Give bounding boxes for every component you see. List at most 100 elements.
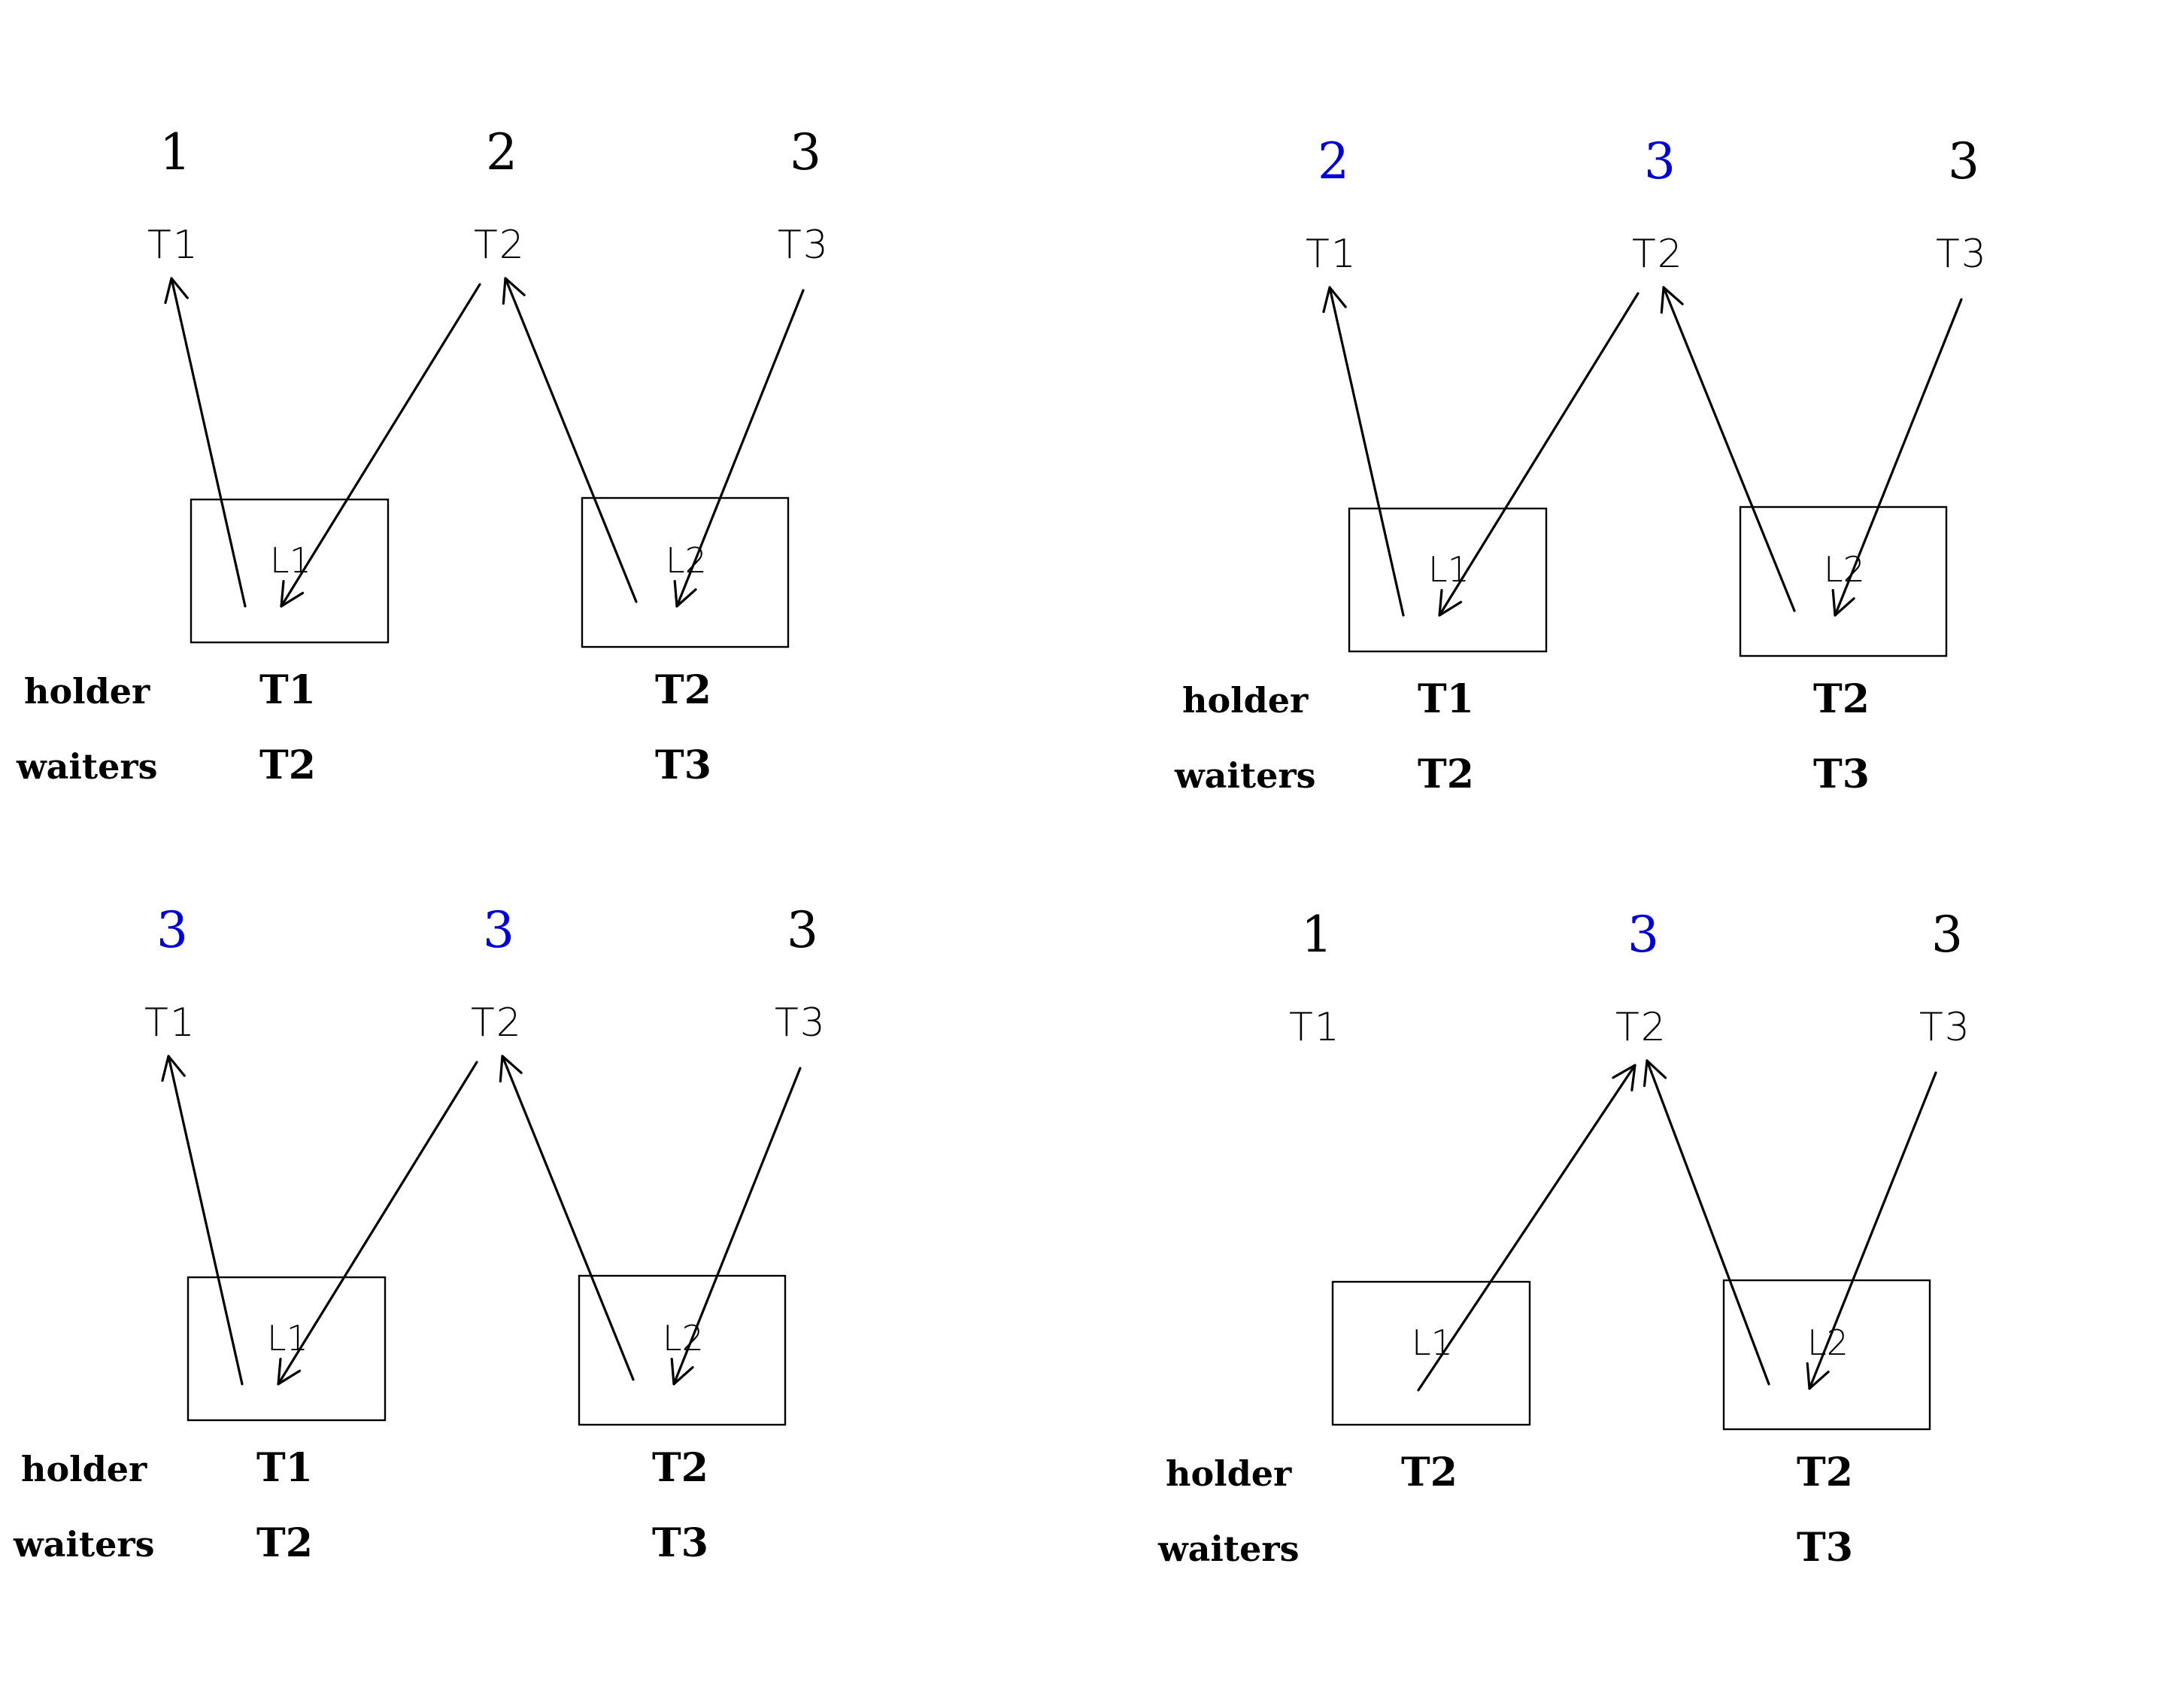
arrow-head-icon bbox=[499, 1055, 523, 1083]
waiters-value-l2: T3 bbox=[1797, 1525, 1853, 1571]
waiters-value-l2: T3 bbox=[1813, 751, 1870, 797]
arrow-head-icon bbox=[673, 579, 697, 608]
thread-priority-t1: 1 bbox=[159, 123, 191, 181]
arrow-head-icon bbox=[1438, 588, 1463, 617]
arrow-head-icon bbox=[1660, 286, 1684, 314]
edge-t2-waits-on-l1 bbox=[277, 1061, 478, 1386]
thread-priority-t3: 3 bbox=[787, 901, 818, 959]
lock-name-l1: L1 bbox=[267, 1318, 308, 1359]
thread-priority-t2: 3 bbox=[483, 901, 514, 959]
holder-value-l2: T2 bbox=[1813, 676, 1870, 722]
arrow-head-icon bbox=[1806, 1362, 1830, 1390]
waiters-value-l1: T2 bbox=[259, 742, 316, 788]
thread-name-t2: T2 bbox=[474, 223, 526, 268]
waiters-row-label: waiters bbox=[17, 746, 158, 787]
thread-name-t3: T3 bbox=[778, 223, 830, 268]
lock-name-l2: L2 bbox=[1807, 1322, 1849, 1363]
waiters-row-label: waiters bbox=[1158, 1529, 1300, 1569]
holder-value-l2: T2 bbox=[1797, 1450, 1853, 1495]
holder-row-label: holder bbox=[24, 671, 150, 712]
lock-box-l1 bbox=[187, 1276, 387, 1422]
holder-value-l1: T1 bbox=[1418, 676, 1474, 722]
arrow-head-icon bbox=[670, 1357, 694, 1386]
thread-priority-t2: 3 bbox=[1644, 132, 1676, 190]
thread-name-t3: T3 bbox=[775, 1000, 827, 1046]
thread-priority-t1: 1 bbox=[1301, 906, 1333, 964]
holder-row-label: holder bbox=[1182, 680, 1309, 721]
holder-row-label: holder bbox=[21, 1449, 147, 1489]
thread-priority-t2: 2 bbox=[486, 123, 517, 181]
holder-value-l1: T2 bbox=[1401, 1450, 1458, 1495]
thread-priority-t2: 3 bbox=[1627, 906, 1659, 964]
thread-priority-t3: 3 bbox=[1948, 132, 1979, 190]
edge-t2-waits-on-l1 bbox=[1438, 292, 1640, 617]
thread-name-t3: T3 bbox=[1919, 1005, 1971, 1050]
thread-priority-t3: 3 bbox=[1931, 906, 1963, 964]
arrow-head-icon bbox=[280, 579, 305, 608]
arrow-head-icon bbox=[1612, 1064, 1636, 1091]
holder-value-l2: T2 bbox=[652, 1445, 708, 1491]
waiters-value-l2: T3 bbox=[652, 1520, 708, 1566]
holder-value-l2: T2 bbox=[655, 667, 711, 713]
thread-name-t1: T1 bbox=[147, 223, 199, 268]
wait-for-graph bbox=[1331, 1059, 1937, 1431]
lock-name-l2: L2 bbox=[1824, 549, 1865, 590]
edge-l2-held-by-t2 bbox=[1643, 1059, 1770, 1386]
thread-priority-t1: 2 bbox=[1318, 132, 1349, 190]
edge-l2-held-by-t2 bbox=[502, 277, 638, 603]
holder-value-l1: T1 bbox=[259, 667, 316, 713]
lock-box-l1 bbox=[1348, 507, 1548, 653]
edge-l1-held-by-t2 bbox=[1417, 1064, 1636, 1392]
arrow-head-icon bbox=[164, 277, 189, 305]
thread-name-t1: T1 bbox=[1306, 232, 1357, 277]
arrow-head-icon bbox=[502, 277, 526, 305]
wait-for-graph bbox=[1322, 286, 1963, 657]
thread-priority-t1: 3 bbox=[156, 901, 188, 959]
waiters-value-l1: T2 bbox=[256, 1520, 313, 1566]
edge-t2-waits-on-l1 bbox=[280, 283, 481, 608]
edge-l1-held-by-t1 bbox=[161, 1055, 244, 1386]
arrow-head-icon bbox=[161, 1055, 186, 1082]
thread-name-t1: T1 bbox=[144, 1000, 196, 1046]
arrow-head-icon bbox=[1831, 588, 1855, 617]
lock-name-l2: L2 bbox=[666, 540, 707, 581]
waiters-value-l2: T3 bbox=[655, 742, 711, 788]
wait-for-graph bbox=[164, 277, 805, 648]
thread-priority-t3: 3 bbox=[790, 123, 821, 181]
waiters-row-label: waiters bbox=[1175, 755, 1316, 796]
arrow-head-icon bbox=[1643, 1059, 1667, 1087]
edge-t3-waits-on-l2 bbox=[670, 1067, 802, 1386]
edge-l2-held-by-t2 bbox=[1660, 286, 1796, 612]
edge-l1-held-by-t1 bbox=[1322, 286, 1405, 617]
lock-box-l2 bbox=[578, 1274, 787, 1426]
thread-name-t3: T3 bbox=[1936, 232, 1988, 277]
lock-name-l1: L1 bbox=[1428, 549, 1470, 590]
holder-row-label: holder bbox=[1166, 1453, 1292, 1494]
lock-box-l2 bbox=[1739, 505, 1948, 657]
arrow-head-icon bbox=[277, 1357, 302, 1386]
edge-t3-waits-on-l2 bbox=[673, 289, 805, 608]
lock-name-l1: L1 bbox=[270, 540, 311, 581]
lock-box-l1 bbox=[1331, 1280, 1531, 1426]
lock-box-l2 bbox=[581, 496, 790, 648]
thread-name-t2: T2 bbox=[471, 1000, 523, 1046]
thread-name-t2: T2 bbox=[1632, 232, 1684, 277]
thread-name-t1: T1 bbox=[1289, 1005, 1341, 1050]
arrow-head-icon bbox=[1322, 286, 1347, 314]
waiters-row-label: waiters bbox=[14, 1524, 155, 1565]
lock-box-l1 bbox=[190, 498, 390, 644]
thread-name-t2: T2 bbox=[1615, 1005, 1667, 1050]
edge-l2-held-by-t2 bbox=[499, 1055, 635, 1381]
edge-t3-waits-on-l2 bbox=[1806, 1071, 1937, 1390]
edge-l1-held-by-t1 bbox=[164, 277, 247, 608]
waiters-value-l1: T2 bbox=[1418, 751, 1474, 797]
lock-name-l1: L1 bbox=[1412, 1322, 1453, 1363]
lock-box-l2 bbox=[1722, 1279, 1931, 1431]
wait-for-graph bbox=[161, 1055, 802, 1426]
holder-value-l1: T1 bbox=[256, 1445, 313, 1491]
